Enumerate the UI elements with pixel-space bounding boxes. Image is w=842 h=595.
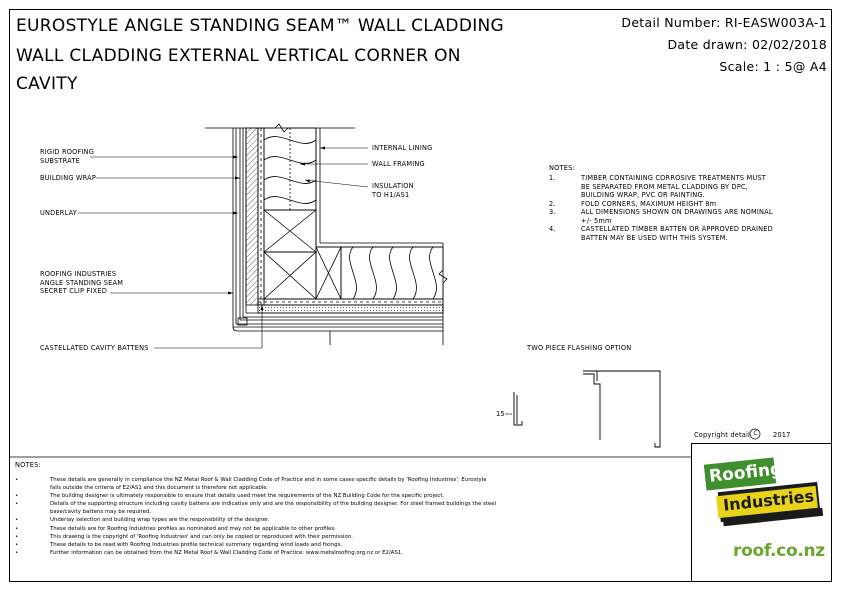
title-line-2: WALL CLADDING EXTERNAL VERTICAL CORNER O… (16, 46, 461, 66)
title-line-1: EUROSTYLE ANGLE STANDING SEAM™ WALL CLAD… (16, 16, 505, 36)
copyright-symbol: C (753, 430, 758, 437)
footer-line: •Further information can be obtained fro… (15, 549, 404, 556)
detail-number: Detail Number: RI-EASW003A-1 (621, 15, 827, 30)
note-item: 1. TIMBER CONTAINING CORROSIVE TREATMENT… (549, 174, 767, 199)
footer-line: •These details are for Roofing Industrie… (15, 525, 336, 532)
dimension-15: 15 (496, 410, 505, 418)
footer-line: •Details of the supporting structure inc… (15, 501, 497, 508)
logo-website: roof.co.nz (733, 541, 825, 561)
notes-heading: NOTES: (549, 164, 575, 172)
copyright-year: 2017 (773, 431, 791, 439)
note-item: 2. FOLD CORNERS, MAXIMUM HEIGHT 8m (549, 199, 717, 208)
label-internal-lining: INTERNAL LINING (372, 144, 433, 152)
footer-line: •These details to be read with Roofing I… (15, 541, 343, 548)
drawing-scale: Scale: 1 : 5@ A4 (719, 59, 827, 74)
footer-notes: •These details are generally in complian… (15, 476, 496, 557)
footer-line: •These details are generally in complian… (15, 477, 487, 483)
note-item: 3. ALL DIMENSIONS SHOWN ON DRAWINGS ARE … (549, 208, 773, 225)
footer-line: •This drawing is the copyright of 'Roofi… (15, 533, 353, 540)
label-wall-framing: WALL FRAMING (372, 160, 425, 168)
label-two-piece-flashing: TWO PIECE FLASHING OPTION (527, 344, 632, 352)
roofing-industries-logo: Roofing Industries (703, 457, 824, 547)
footer-line: •The building designer is ultimately res… (15, 493, 445, 500)
title-line-3: CAVITY (16, 74, 78, 94)
copyright-text: Copyright detail (694, 431, 751, 439)
date-drawn: Date drawn: 02/02/2018 (667, 37, 827, 52)
label-cavity-battens: CASTELLATED CAVITY BATTENS (40, 344, 149, 352)
notes-list: 1. TIMBER CONTAINING CORROSIVE TREATMENT… (549, 174, 773, 242)
footer-line: •Underlay selection and building wrap ty… (15, 517, 270, 524)
footer-line: falls outside the criteria of E2/AS1 and… (50, 485, 269, 492)
label-building-wrap: BUILDING WRAP (40, 174, 97, 182)
drawing-frame (9, 9, 832, 582)
footer-notes-heading: NOTES: (15, 461, 41, 469)
footer-line: base/cavity battens may be required. (50, 509, 152, 516)
note-item: 4. CASTELLATED TIMBER BATTEN OR APPROVED… (549, 225, 773, 242)
logo-panel (691, 443, 832, 582)
label-underlay: UNDERLAY (40, 209, 78, 217)
